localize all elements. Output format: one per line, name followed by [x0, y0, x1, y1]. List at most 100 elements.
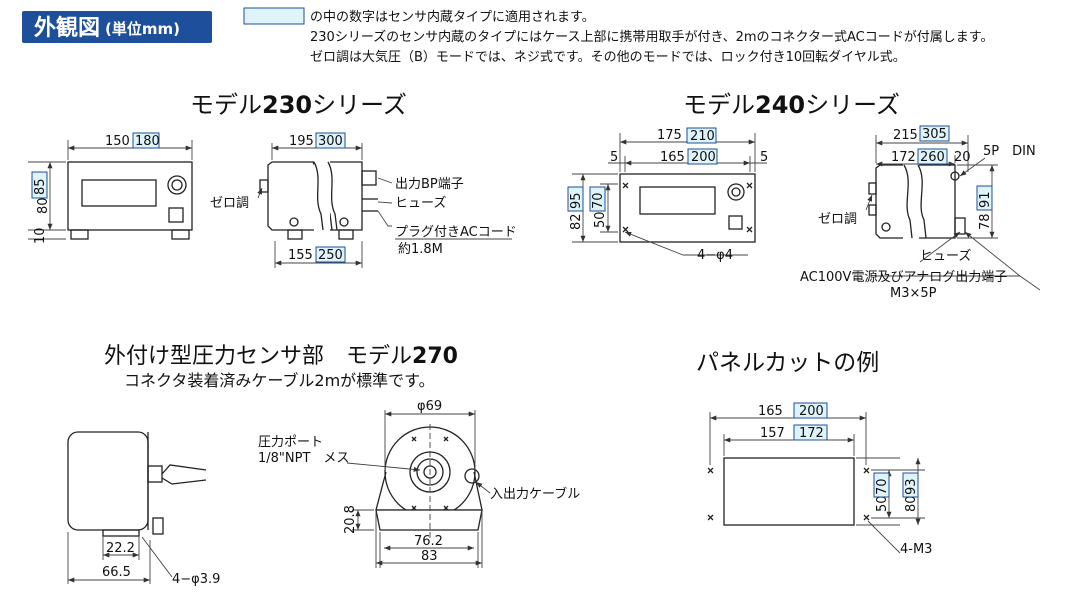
panel-outer-height-sensor: 93 [904, 478, 919, 495]
model270-title: 外付け型圧力センサ部 モデル270 [104, 344, 458, 369]
model270-label-port: 圧力ポート [258, 435, 323, 450]
model240-front-inner: 165 [660, 150, 685, 165]
model230-foot-left [70, 229, 89, 240]
model230-side-view: 195 300 155 250 ゼロ調 出力BP端子 ヒューズ プラグ付きACコ… [210, 132, 517, 268]
panel-mount-holes [707, 467, 870, 521]
panel-holes: 4-M3 [900, 542, 932, 557]
model230-foot-height: 10 [33, 227, 48, 244]
model270-cable [161, 464, 207, 485]
panel-outer-height: 80 [904, 495, 919, 512]
model240-knob-icon [727, 183, 745, 201]
model240-front-panel [619, 173, 756, 243]
badge-main-text: 外観図 [34, 15, 100, 41]
model240-side-view: 215 305 172 260 20 78 91 5P DIN ゼロ調 ヒューズ… [800, 125, 1041, 301]
model270-side-foot: 22.2 [106, 541, 135, 556]
model240-side-rear: 20 [954, 150, 971, 165]
model240-label-fuse: ヒューズ [920, 248, 971, 264]
model230-screw-icon [289, 217, 299, 227]
model240-terminal-block [954, 217, 966, 235]
model270-subtitle: コネクタ装着済みケーブル2mが標準です。 [124, 371, 435, 390]
panel-outer-width-sensor: 200 [799, 404, 824, 419]
model240-label-zero: ゼロ調 [818, 212, 857, 227]
model270-label-cable: 入出力ケーブル [490, 486, 580, 502]
model230-title: モデル230シリーズ [190, 91, 407, 119]
model240-din-connector [950, 171, 960, 181]
model240-front-view: 175 210 165 200 5 5 82 95 50 70 4−φ4 [567, 127, 768, 263]
panel-inner-height-sensor: 70 [875, 478, 890, 495]
model240-title: モデル240シリーズ [683, 91, 900, 119]
model240-height-outer-sensor: 95 [569, 192, 584, 209]
model270-base-height: 20.8 [343, 505, 358, 534]
model270-label-port-spec: 1/8"NPT メス [258, 451, 349, 466]
model270-base [375, 509, 483, 531]
model230-side-depth-sensor: 300 [318, 134, 343, 149]
panel-cut-view: 165 200 157 172 50 70 80 93 4-M3 [707, 402, 932, 557]
panel-inner-width: 157 [760, 426, 785, 441]
model230-front-width-sensor: 180 [135, 134, 160, 149]
model270-side-holes: 4−φ3.9 [172, 572, 220, 587]
model230-label-fuse: ヒューズ [395, 195, 446, 211]
model230-front-view: 150 180 80 85 10 [28, 132, 193, 244]
model230-side-depth: 195 [289, 134, 314, 149]
model230-side-base-sensor: 250 [318, 248, 343, 263]
model240-side-body: 172 [891, 150, 916, 165]
model230-label-cord-len: 約1.8M [398, 242, 443, 257]
model240-mount-holes [622, 182, 753, 233]
model230-side-base: 155 [288, 248, 313, 263]
model230-switch-icon [168, 207, 184, 223]
model240-holes: 4−φ4 [697, 248, 733, 263]
header-badge: 外観図 (単位mm) [22, 11, 212, 43]
model240-front-display [639, 186, 716, 215]
model240-side-depth: 215 [893, 128, 918, 143]
model240-edge-right: 5 [760, 150, 768, 165]
model240-side-body-sensor: 260 [920, 150, 945, 165]
model230-front-height-sensor: 85 [33, 178, 48, 195]
model270-front-view: φ69 20.8 76.2 83 圧力ポート 1/8"NPT メス 入出力ケーブ… [258, 399, 580, 568]
model270-body [67, 431, 149, 531]
model270-base-outer: 83 [421, 549, 438, 564]
model240-edge-left: 5 [610, 150, 618, 165]
model240-front-outer-sensor: 210 [690, 129, 715, 144]
panel-inner-width-sensor: 172 [799, 426, 824, 441]
badge-background [22, 11, 212, 43]
model270-side-view: 22.2 66.5 4−φ3.9 [67, 431, 220, 587]
panel-cut-rect [723, 457, 855, 526]
model270-cable-exit [464, 468, 480, 484]
model240-front-inner-sensor: 200 [691, 150, 716, 165]
model240-label-terminal-screw: M3×5P [890, 286, 937, 301]
panel-title: パネルカットの例 [696, 350, 879, 376]
model230-label-cord: プラグ付きACコード [395, 225, 517, 240]
model240-zero-knob [868, 182, 877, 195]
legend-line-1: の中の数字はセンサ内蔵タイプに適用されます。 [310, 9, 595, 25]
model230-bp-terminal [361, 170, 377, 186]
model270-connector [147, 465, 163, 483]
model270-dia: φ69 [417, 399, 442, 414]
model270-port [416, 458, 444, 486]
model240-label-terminal: AC100V電源及びアナログ出力端子 [800, 270, 1007, 285]
model230-label-zero: ゼロ調 [210, 196, 249, 211]
model230-front-width: 150 [105, 134, 130, 149]
model240-side-height: 78 [978, 213, 993, 230]
legend-line-3: ゼロ調は大気圧（B）モードでは、ネジ式です。その他のモードでは、ロック付き10回… [310, 49, 906, 65]
model240-height-outer: 82 [569, 213, 584, 230]
model270-side-length: 66.5 [102, 565, 131, 580]
model230-front-height: 80 [36, 197, 51, 214]
model240-side-depth-sensor: 305 [922, 127, 947, 142]
model240-label-din: 5P DIN [983, 144, 1036, 159]
model240-switch-icon [728, 215, 743, 230]
model270-base-inner: 76.2 [414, 534, 443, 549]
model230-front-case [67, 161, 193, 231]
model270-foot [102, 529, 140, 537]
model240-side-height-sensor: 91 [978, 191, 993, 208]
model230-zero-knob [259, 179, 269, 193]
panel-outer-width: 165 [758, 404, 783, 419]
model240-front-outer: 175 [657, 128, 682, 143]
legend-line-2: 230シリーズのセンサ内蔵のタイプにはケース上部に携帯用取手が付き、2mのコネク… [310, 29, 993, 45]
model240-screw-icon [881, 222, 891, 232]
model240-height-inner: 50 [593, 211, 608, 228]
panel-inner-height: 50 [875, 495, 890, 512]
model230-knob-icon [167, 175, 187, 195]
legend-sample-box [243, 7, 305, 25]
